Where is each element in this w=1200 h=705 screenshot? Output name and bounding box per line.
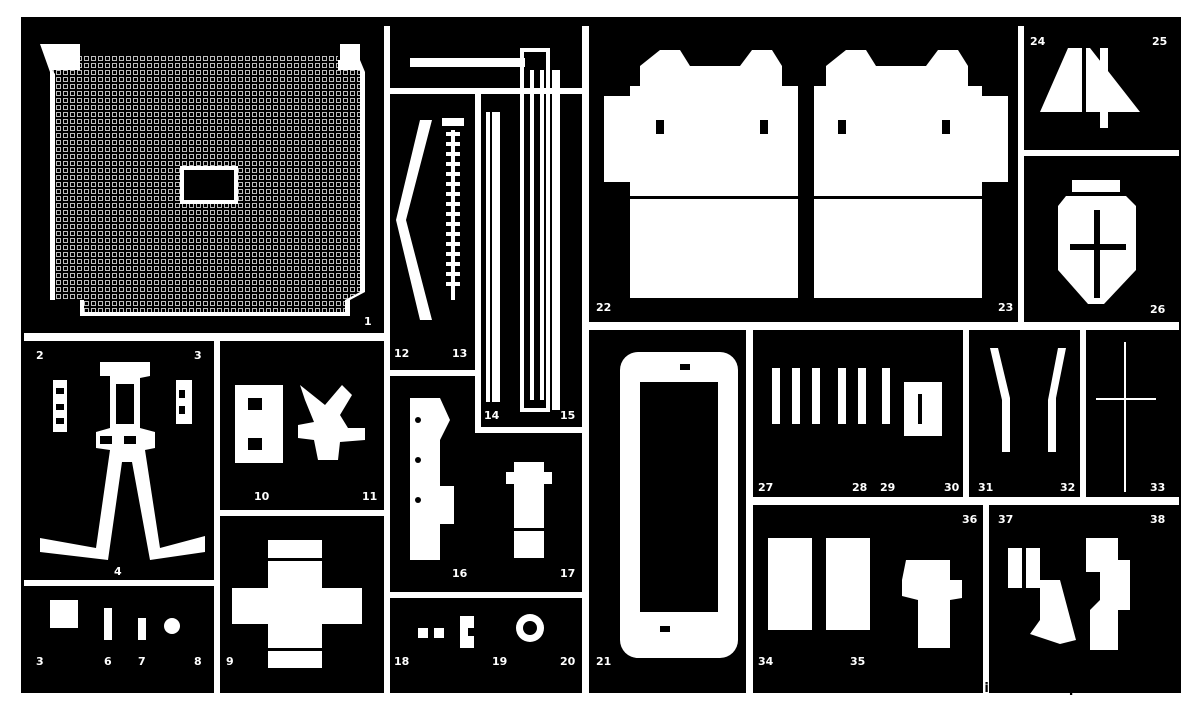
part-label-6: 6: [104, 655, 112, 668]
part-label-36: 36: [962, 513, 978, 526]
part-1-grille: [40, 44, 365, 316]
part-26: [1058, 180, 1136, 304]
part-label-25: 25: [1152, 35, 1168, 48]
part-label-12: 12: [394, 347, 410, 360]
part-label-30: 30: [944, 481, 960, 494]
part-label-21: 21: [596, 655, 612, 668]
part-label-14: 14: [484, 409, 500, 422]
part-label-19: 19: [492, 655, 508, 668]
part-label-23: 23: [998, 301, 1014, 314]
part-label-29: 29: [880, 481, 896, 494]
part-label-4: 4: [114, 565, 122, 578]
part-label-28: 28: [852, 481, 868, 494]
sprue-bars: [24, 26, 1179, 696]
part-21: [620, 352, 738, 658]
parts-14-15: [410, 48, 560, 412]
part-label-17: 17: [560, 567, 576, 580]
part-label-38: 38: [1150, 513, 1166, 526]
part-label-16: 16: [452, 567, 468, 580]
part-label-1: 1: [364, 315, 372, 328]
parts-18-20: [418, 614, 544, 648]
part-label-8: 8: [194, 655, 202, 668]
part-label-9: 9: [226, 655, 234, 668]
part-label-24: 24: [1030, 35, 1046, 48]
parts-27-30: [772, 368, 942, 436]
parts-31-33: [990, 342, 1156, 492]
part-label-26: 26: [1150, 303, 1166, 316]
part-label-37: 37: [998, 513, 1014, 526]
part-label-15: 15: [560, 409, 576, 422]
part-16: [410, 398, 454, 560]
part-label-2: 2: [36, 349, 44, 362]
parts-34-36: [768, 538, 962, 648]
footer-origin: Made in Czech Republic: [940, 681, 1114, 696]
part-label-33: 33: [1150, 481, 1166, 494]
part-label-13: 13: [452, 347, 468, 360]
part-label-7: 7: [138, 655, 146, 668]
parts-24-25: [1040, 48, 1140, 128]
part-label-18: 18: [394, 655, 410, 668]
part-label-22: 22: [596, 301, 612, 314]
fret-border: [15, 11, 1187, 699]
parts-12-13: [396, 118, 464, 320]
header-brand: eduard: [1094, 1, 1150, 17]
parts-37-38: [1008, 538, 1130, 650]
parts-10-11: [235, 385, 365, 463]
parts-5-8: [48, 600, 180, 640]
part-label-3b: 3: [36, 655, 44, 668]
part-label-20: 20: [560, 655, 576, 668]
part-label-35: 35: [850, 655, 866, 668]
parts-2-4: [40, 362, 205, 560]
part-label-11: 11: [362, 490, 378, 503]
part-label-27: 27: [758, 481, 774, 494]
part-label-10: 10: [254, 490, 270, 503]
parts-22-23: [604, 50, 1008, 298]
part-label-31: 31: [978, 481, 994, 494]
part-label-34: 34: [758, 655, 774, 668]
part-label-3a: 3: [194, 349, 202, 362]
part-17: [506, 462, 552, 558]
part-9: [232, 540, 362, 668]
header-title: SS 235 Leopard 1A2 - metal: [34, 1, 253, 17]
footer-copyright: © EDUARD 2000: [40, 681, 159, 696]
part-label-32: 32: [1060, 481, 1076, 494]
